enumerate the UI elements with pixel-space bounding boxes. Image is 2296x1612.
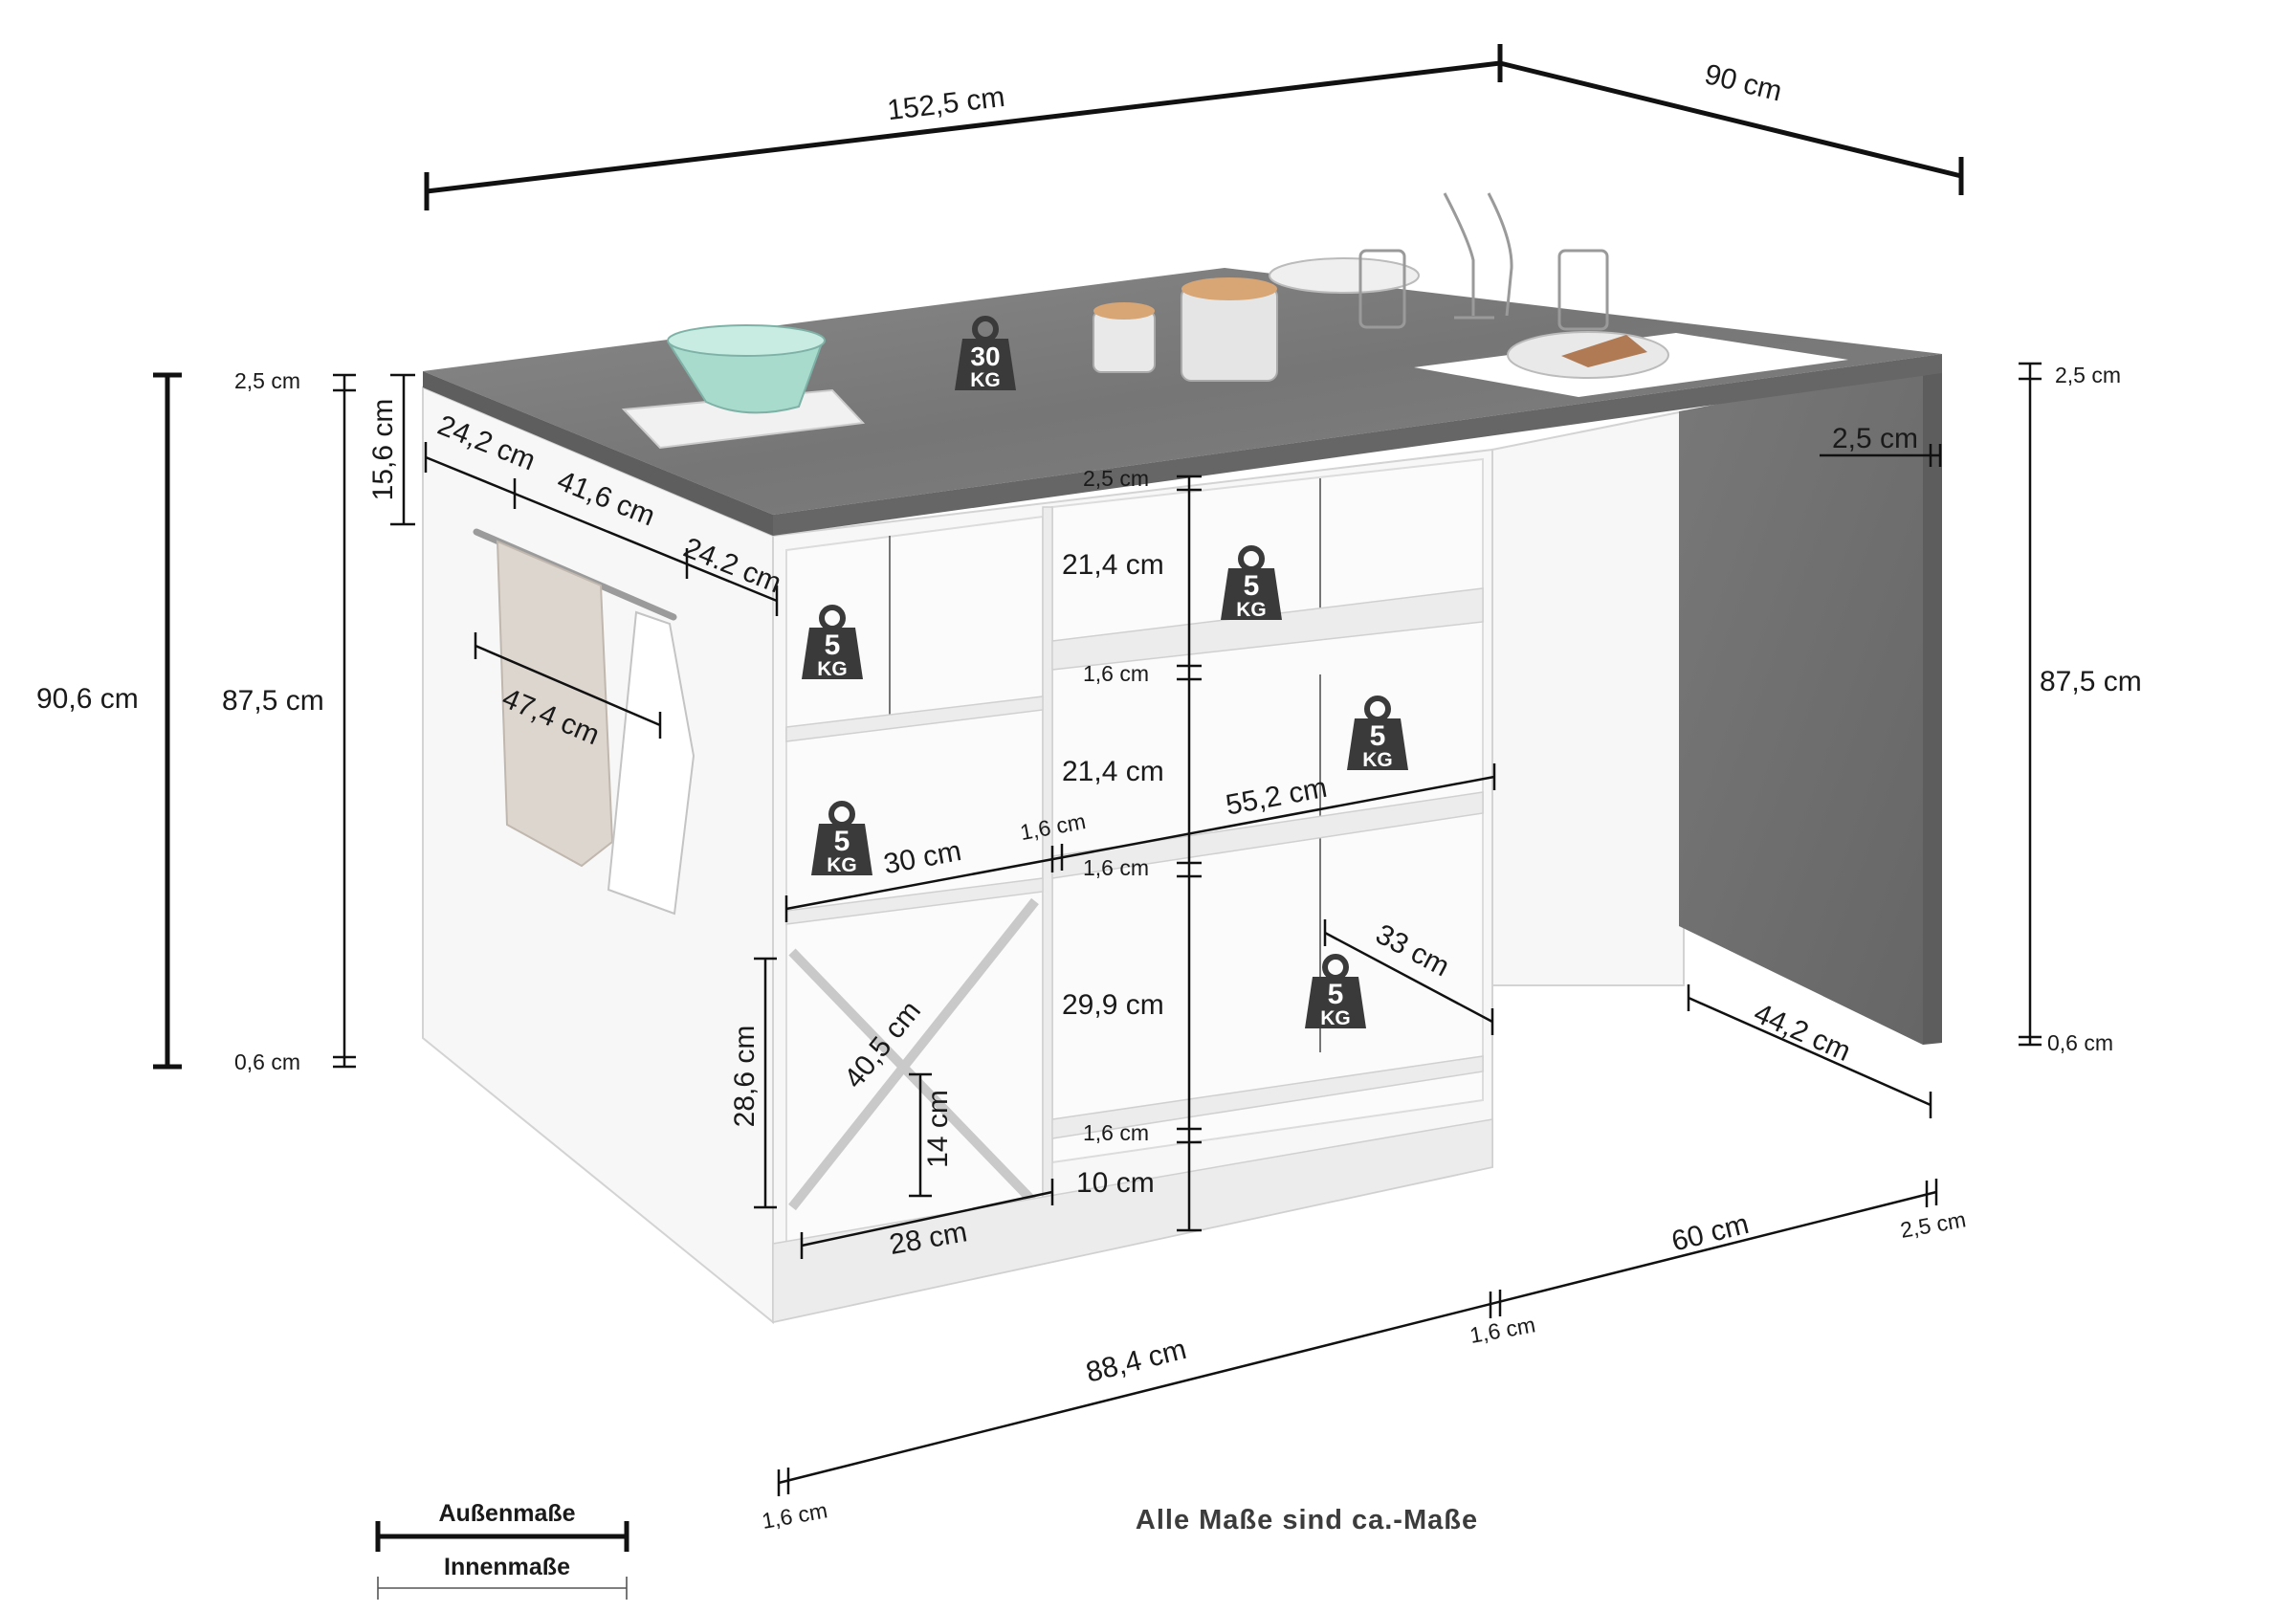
- kitchen-island: [422, 192, 1942, 1325]
- back-carcass: [1491, 409, 1685, 986]
- towel-white: [607, 610, 695, 916]
- dim-right-height: 87,5 cm: [2040, 666, 2142, 697]
- legend: Außenmaße Innenmaße: [375, 1500, 629, 1600]
- dim-right-panel-thickness: 2,5 cm: [1832, 423, 1918, 454]
- dim-base-left-side: 1,6 cm: [760, 1497, 828, 1534]
- weight-unit: KG: [1362, 749, 1393, 771]
- weight-unit: KG: [970, 369, 1001, 391]
- worktop-edge-left: [423, 371, 773, 536]
- legend-inner-label: Innenmaße: [444, 1554, 570, 1580]
- plate: [1269, 257, 1420, 294]
- right-shelf: [1051, 587, 1484, 671]
- glass: [1557, 249, 1609, 331]
- bowl-rim: [667, 324, 826, 357]
- dim-top-overhang-side: 15,6 cm: [367, 399, 399, 501]
- napkin: [1561, 335, 1647, 367]
- dim-wine-height: 28,6 cm: [729, 1026, 761, 1128]
- dim-width-top: 152,5 cm: [886, 81, 1006, 126]
- dim-compartment-3: 29,9 cm: [1062, 989, 1164, 1021]
- dim-shelf-2: 1,6 cm: [1083, 855, 1149, 880]
- towel-beige: [496, 540, 614, 868]
- weight-left-mid-icon: 5KG: [811, 804, 872, 876]
- weight-left-top-icon: 5KG: [802, 607, 863, 680]
- weight-unit: KG: [1236, 599, 1267, 621]
- weight-right-low-icon: 5KG: [1305, 957, 1366, 1029]
- right-side-panel: [1679, 365, 1923, 1045]
- weight-value: 5: [825, 629, 841, 661]
- legend-outer-label: Außenmaße: [438, 1500, 575, 1527]
- dim-shelf-3: 1,6 cm: [1083, 1120, 1149, 1145]
- wine-glasses: [1443, 192, 1513, 320]
- weight-unit: KG: [817, 658, 848, 680]
- dim-right-depth: 44,2 cm: [1749, 998, 1855, 1069]
- dim-height-total: 90,6 cm: [36, 683, 139, 715]
- dim-compartment-1: 21,4 cm: [1062, 549, 1164, 581]
- dim-base-overhang: 60 cm: [1668, 1208, 1752, 1258]
- dim-base-front: 88,4 cm: [1083, 1334, 1190, 1389]
- dim-depth-top: 90 cm: [1702, 58, 1785, 107]
- jar: [1093, 310, 1156, 373]
- middle-divider: [1042, 506, 1053, 1208]
- dim-base-mid-side: 1,6 cm: [1468, 1312, 1536, 1348]
- weight-value: 5: [1370, 720, 1386, 752]
- left-shelf: [785, 696, 1044, 742]
- weight-value: 5: [1244, 570, 1260, 602]
- dim-top-thickness-left: 2,5 cm: [234, 368, 300, 393]
- right-shelf: [1051, 1055, 1484, 1139]
- weight-right-top-icon: 5KG: [1221, 548, 1282, 621]
- jar: [1181, 286, 1278, 382]
- dim-compartment-2: 21,4 cm: [1062, 756, 1164, 787]
- wine-rack-brace: [788, 897, 1039, 1211]
- dim-center-top: 2,5 cm: [1083, 466, 1149, 491]
- glass: [1358, 249, 1406, 329]
- dim-right-top-thickness: 2,5 cm: [2055, 363, 2121, 387]
- dim-right-plinth: 0,6 cm: [2047, 1030, 2113, 1055]
- weight-value: 5: [834, 826, 850, 857]
- dim-plinth-inner: 10 cm: [1076, 1167, 1155, 1199]
- jar-lid: [1093, 302, 1155, 320]
- weight-right-mid-icon: 5KG: [1347, 698, 1408, 771]
- weight-value: 5: [1328, 979, 1344, 1010]
- plinth: [772, 1118, 1493, 1323]
- right-side-panel-edge: [1923, 364, 1942, 1045]
- dim-shelf-1: 1,6 cm: [1083, 661, 1149, 686]
- weight-unit: KG: [827, 854, 857, 876]
- weight-unit: KG: [1320, 1007, 1351, 1029]
- dimension-lines: [153, 44, 2042, 1496]
- dim-plinth-left: 0,6 cm: [234, 1049, 300, 1074]
- approx-dimensions-note: Alle Maße sind ca.-Maße: [1136, 1505, 1478, 1535]
- worktop-edge-front: [773, 354, 1942, 536]
- dim-height-corpus: 87,5 cm: [222, 685, 324, 717]
- jar-lid: [1181, 277, 1277, 300]
- wine-rack-brace: [788, 948, 1039, 1207]
- dim-base-right-panel: 2,5 cm: [1898, 1206, 1967, 1243]
- dim-wine-half-height: 14 cm: [922, 1090, 954, 1168]
- weight-value: 30: [970, 342, 1000, 371]
